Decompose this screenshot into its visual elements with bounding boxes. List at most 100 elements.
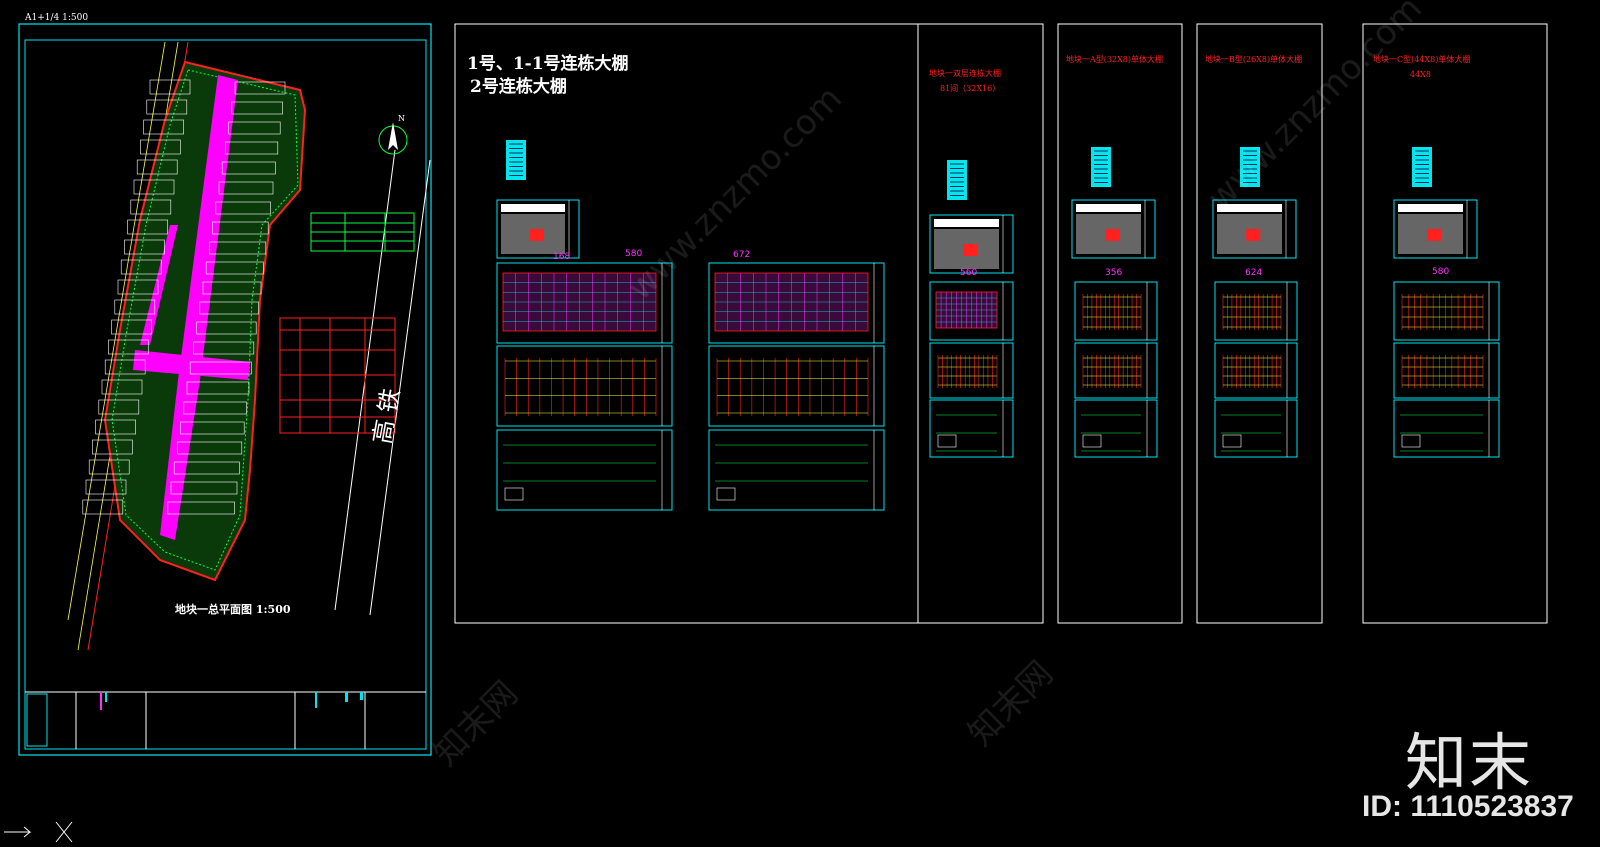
drawing-sheet — [929, 214, 1014, 274]
greenhouse-left — [98, 399, 140, 415]
group1-label-672: 672 — [733, 250, 751, 260]
drawing-sheet — [1214, 281, 1298, 341]
group3-label-356: 356 — [1105, 268, 1123, 278]
greenhouse-left — [149, 79, 191, 95]
drawing-sheet — [496, 199, 580, 259]
group4-title: 地块一B型(26X8)单体大棚 — [1205, 55, 1303, 64]
drawing-sheet — [1393, 281, 1500, 341]
greenhouse-left — [136, 159, 178, 175]
drawing-sheet — [1393, 199, 1478, 259]
group5-title-line1: 地块一C型(44X8)单体大棚 — [1373, 55, 1471, 64]
greenhouse-left — [104, 359, 146, 375]
greenhouse-right — [189, 361, 252, 375]
greenhouse-left — [120, 259, 162, 275]
legend-sheet — [1091, 147, 1111, 187]
greenhouse-right — [209, 241, 267, 255]
greenhouse-left — [82, 499, 124, 515]
drawing-sheet — [1214, 399, 1298, 458]
site-plan-tables — [279, 122, 415, 434]
sheet-scale-label: A1+1/4 1:500 — [25, 13, 89, 23]
brand-logo: 知末 — [1405, 726, 1534, 799]
greenhouse-left — [92, 439, 133, 455]
group3-title: 地块一A型(32X8)单体大棚 — [1066, 55, 1163, 64]
group2-title-line2: 81间（32X16） — [940, 84, 1001, 93]
group2-title-line1: 地块一双层连栋大棚 — [929, 69, 1001, 78]
group1-title-line1: 1号、1-1号连栋大棚 — [467, 54, 629, 74]
group1-label-580: 580 — [625, 249, 643, 259]
greenhouse-right — [199, 301, 259, 315]
drawing-sheet — [496, 429, 673, 511]
title-block — [25, 691, 426, 749]
site-plan-title: 地块一总平面图 1:500 — [175, 603, 291, 616]
ucs-icon — [4, 821, 73, 843]
greenhouse-right — [215, 201, 271, 215]
drawing-sheet — [1074, 399, 1158, 458]
greenhouse-right — [196, 321, 257, 335]
greenhouse-left — [85, 479, 127, 495]
greenhouse-right — [231, 101, 283, 115]
legend-sheet — [1240, 147, 1260, 187]
drawing-sheet — [929, 281, 1014, 341]
group4-label-624: 624 — [1245, 268, 1263, 278]
greenhouse-right — [228, 121, 281, 135]
greenhouse-right — [180, 421, 245, 435]
greenhouse-right — [221, 161, 276, 175]
greenhouse-left — [140, 139, 181, 155]
greenhouse-left — [124, 239, 165, 255]
drawing-sheet — [708, 429, 885, 511]
greenhouse-left — [130, 199, 172, 215]
greenhouse-left — [108, 339, 149, 355]
greenhouse-left — [143, 119, 184, 135]
drawing-sheet — [1074, 342, 1158, 399]
greenhouse-blocks — [82, 79, 286, 515]
greenhouse-right — [173, 461, 240, 475]
group1-title-line2: 2号连栋大棚 — [470, 77, 567, 97]
greenhouse-right — [170, 481, 238, 495]
greenhouse-right — [212, 221, 269, 235]
greenhouse-right — [183, 401, 247, 415]
greenhouse-right — [225, 141, 279, 155]
greenhouse-right — [202, 281, 262, 295]
legend-sheet — [1412, 147, 1432, 187]
drawing-sheet — [496, 262, 673, 344]
group5-label-580: 580 — [1432, 267, 1450, 277]
greenhouse-right — [186, 381, 250, 395]
greenhouse-right — [218, 181, 274, 195]
north-label: N — [398, 114, 405, 123]
drawing-sheet — [1212, 199, 1297, 259]
drawing-sheet — [1393, 399, 1500, 458]
drawing-sheet — [1071, 199, 1156, 259]
legend-sheet — [506, 140, 526, 180]
site-plan-inner-frame — [24, 39, 427, 750]
greenhouse-left — [111, 319, 152, 335]
legend-sheet — [947, 160, 967, 200]
group5-title-line2: 44X8 — [1410, 70, 1431, 79]
site-plan-sheet-frame — [18, 23, 432, 756]
group2-label-560: 560 — [960, 268, 978, 278]
image-id: ID: 1110523837 — [1362, 790, 1574, 823]
greenhouse-left — [88, 459, 130, 475]
drawing-sheet — [708, 345, 885, 427]
greenhouse-left — [117, 279, 159, 295]
drawing-sheet — [1214, 342, 1298, 399]
greenhouse-left — [133, 179, 175, 195]
greenhouse-left — [127, 219, 168, 235]
drawing-sheet — [496, 345, 673, 427]
greenhouse-right — [205, 261, 264, 275]
drawing-sheet — [708, 262, 885, 344]
greenhouse-right — [234, 81, 286, 95]
greenhouse-right — [177, 441, 243, 455]
greenhouse-left — [101, 379, 143, 395]
drawing-sheet — [1074, 281, 1158, 341]
greenhouse-left — [114, 299, 156, 315]
greenhouse-left — [95, 419, 136, 435]
detail-drawing-sheets — [496, 140, 1500, 511]
group1-label-168: 168 — [553, 252, 571, 262]
detail-sheet-frames — [454, 23, 1548, 624]
drawing-sheet — [1393, 342, 1500, 399]
greenhouse-right — [167, 501, 235, 515]
greenhouse-left — [146, 99, 188, 115]
drawing-sheet — [929, 342, 1014, 399]
drawing-sheet — [929, 399, 1014, 458]
